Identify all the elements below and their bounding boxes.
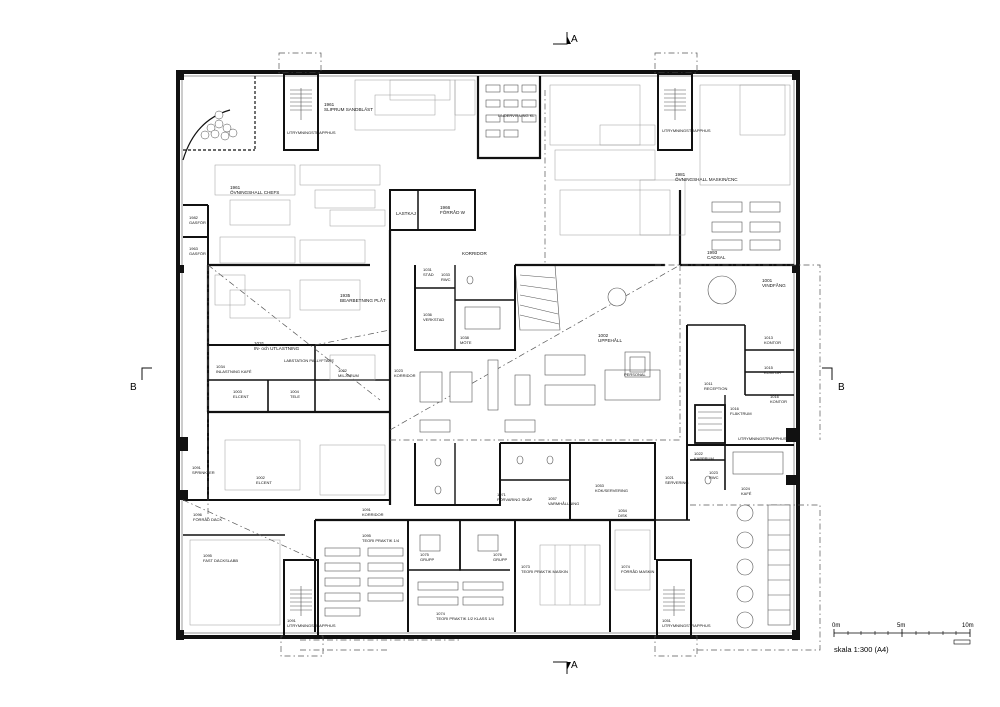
seminar-seating [200, 110, 238, 141]
room-label-korridor-n: KORRIDOR [462, 251, 487, 256]
section-label-top: A [571, 34, 578, 45]
scale-tick-10: 10m [962, 623, 974, 629]
room-label-personal: PERSONAL [624, 372, 647, 377]
scale-tick-5: 5m [897, 623, 905, 629]
building-outline [176, 70, 800, 640]
classroom-furniture [324, 84, 791, 626]
room-label-klassrum-n: UNDERVISNING KL [498, 113, 535, 118]
round-tables [607, 275, 754, 629]
room-label-lastkaj: LASTKAJ [396, 211, 416, 216]
lounge-furniture [419, 351, 661, 433]
interior-walls [182, 76, 794, 632]
room-label-utrym-e: UTRYMNINGSTRAPPHUS [738, 436, 787, 441]
scale-bar: 0m 5m 10m skala 1:300 (A4) [832, 623, 974, 654]
workshop-equipment [189, 79, 791, 626]
section-markers: A A B B [130, 32, 845, 674]
dash-dot-lines [182, 90, 821, 651]
room-label-utrym-ne: UTRYMNINGSTRAPPHUS [662, 128, 711, 133]
room-label-labstation: LABSTATION PALLYFTARE [284, 358, 334, 363]
section-label-bottom: A [571, 660, 578, 671]
section-label-left: B [130, 382, 137, 393]
scale-tick-0: 0m [832, 623, 840, 629]
scale-title: skala 1:300 (A4) [834, 645, 889, 654]
room-label-utrym-nw: UTRYMNINGSTRAPPHUS [287, 130, 336, 135]
section-label-right: B [838, 382, 845, 393]
wc-fixtures [434, 275, 712, 495]
